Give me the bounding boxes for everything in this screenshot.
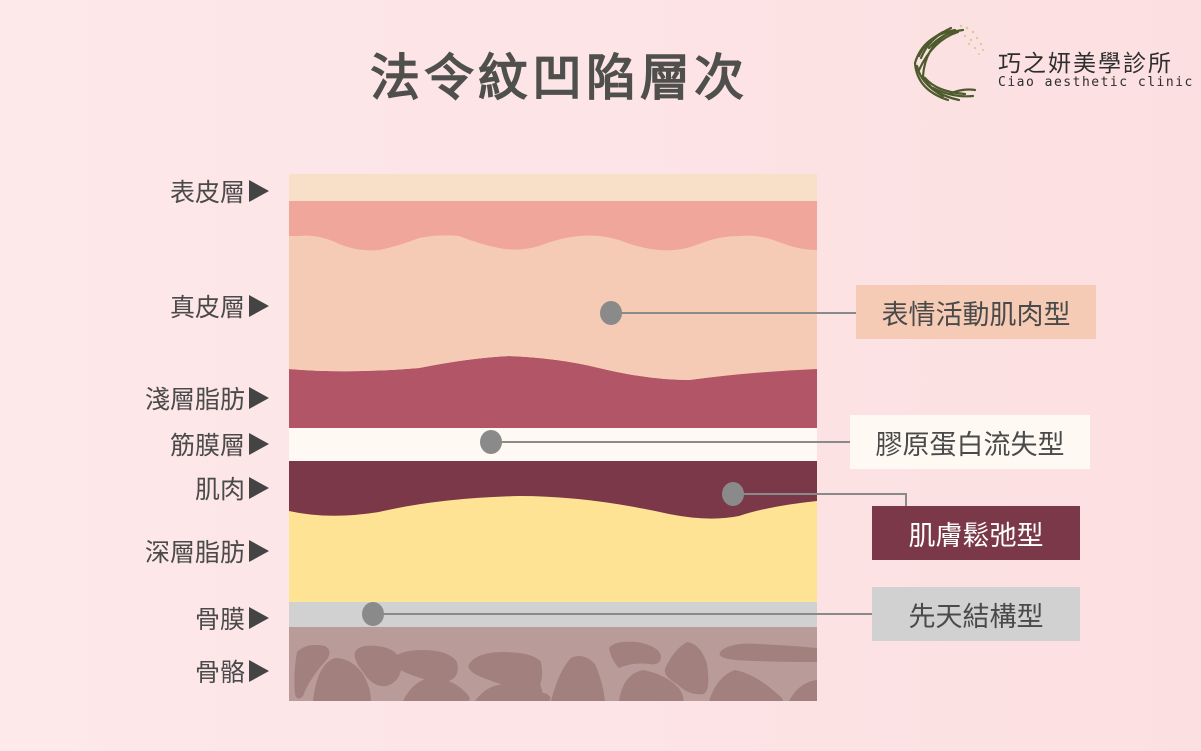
- label-bone: 骨骼: [195, 653, 269, 689]
- triangle-arrow-icon: [249, 433, 269, 455]
- triangle-arrow-icon: [249, 387, 269, 409]
- label-muscle: 肌肉: [195, 470, 269, 506]
- clinic-name-chinese: 巧之妍美學診所: [998, 51, 1173, 77]
- superficial-fat-layer: [289, 356, 817, 428]
- triangle-arrow-icon: [249, 660, 269, 682]
- marker-dot-fascia: [480, 430, 502, 454]
- label-deep-fat: 深層脂肪: [145, 533, 269, 569]
- label-fascia: 筋膜層: [170, 426, 269, 462]
- label-periosteum: 骨膜: [195, 600, 269, 636]
- dermis-papillary-band: [289, 201, 817, 251]
- triangle-arrow-icon: [249, 295, 269, 317]
- triangle-arrow-icon: [249, 607, 269, 629]
- muscle-layer: [289, 461, 817, 519]
- clinic-logo: 巧之妍美學診所 Ciao aesthetic clinic: [903, 18, 1193, 108]
- willow-c-logo-icon: [913, 24, 985, 102]
- skin-layers-diagram: [289, 174, 817, 701]
- label-epidermis: 表皮層: [170, 173, 269, 209]
- callout-congenital-structure-type: 先天結構型: [872, 587, 1080, 641]
- page-title: 法令紋凹陷層次: [370, 49, 748, 107]
- triangle-arrow-icon: [249, 180, 269, 202]
- fascia-layer: [289, 428, 817, 461]
- clinic-name-english: Ciao aesthetic clinic: [998, 75, 1194, 90]
- label-dermis: 真皮層: [170, 288, 269, 324]
- triangle-arrow-icon: [249, 540, 269, 562]
- marker-dot-periosteum: [362, 602, 384, 626]
- triangle-arrow-icon: [249, 477, 269, 499]
- callout-expression-muscle-type: 表情活動肌肉型: [856, 285, 1096, 339]
- label-superficial-fat: 淺層脂肪: [145, 380, 269, 416]
- callout-skin-laxity-type: 肌膚鬆弛型: [872, 506, 1080, 560]
- callout-collagen-loss-type: 膠原蛋白流失型: [850, 415, 1090, 469]
- marker-dot-muscle: [722, 482, 744, 506]
- marker-dot-dermis: [600, 301, 622, 325]
- epidermis-layer: [289, 174, 817, 201]
- bone-pattern: [294, 641, 817, 701]
